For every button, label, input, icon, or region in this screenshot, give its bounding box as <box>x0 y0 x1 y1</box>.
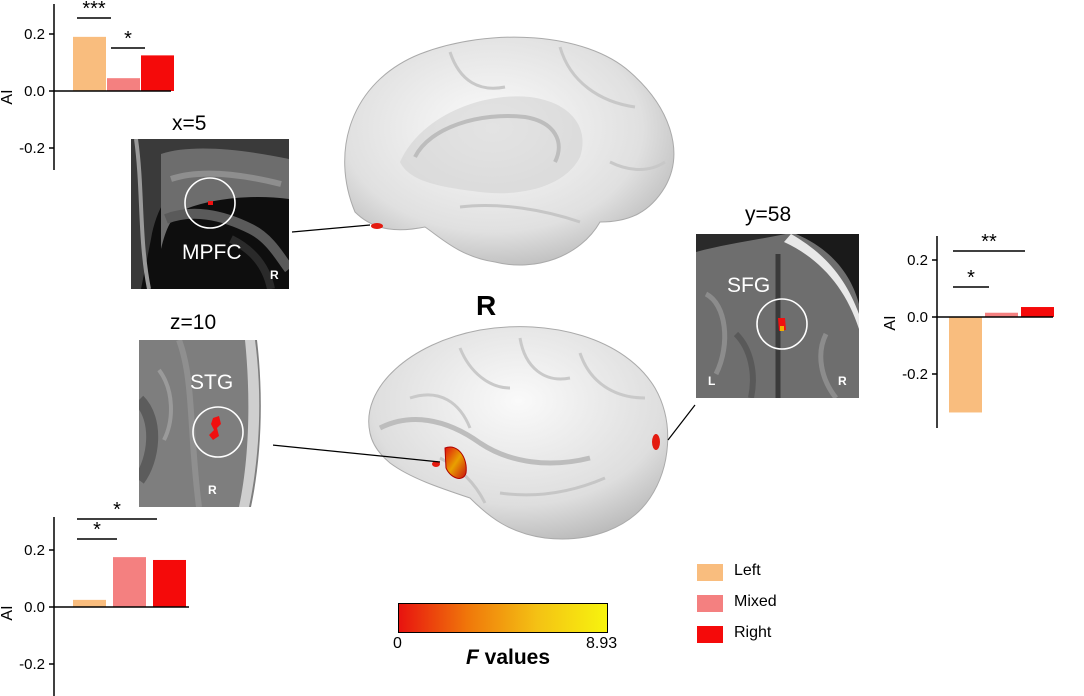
mpfc-y-tick-label: 0.0 <box>24 83 45 100</box>
stg-roi-circle <box>192 406 244 458</box>
stg-bar-right <box>153 559 186 607</box>
sfg-y-tick-label: -0.2 <box>902 366 928 383</box>
mpfc-slice-title: x=5 <box>172 112 207 135</box>
sfg-coronal-slice <box>696 234 859 398</box>
legend-label-left: Left <box>734 562 761 579</box>
mpfc-significance-label: * <box>124 28 132 50</box>
mpfc-bar-mixed <box>107 78 140 91</box>
mpfc-sagittal-slice <box>131 139 289 289</box>
mpfc-ai-bar-chart: 0.20.0-0.2AI**** <box>0 0 174 170</box>
colorbar-max-label: 8.93 <box>586 635 618 652</box>
stg-roi-cluster <box>209 416 221 440</box>
stg-slice-title: z=10 <box>170 311 217 334</box>
mpfc-bar-right <box>141 55 174 91</box>
stg-cluster <box>444 446 467 479</box>
stg-bar-left <box>73 599 106 607</box>
colorbar-title: F values <box>466 646 550 670</box>
legend-swatch-left <box>697 564 723 581</box>
sfg-roi-circle <box>756 298 808 350</box>
mpfc-y-tick-label: -0.2 <box>19 140 45 157</box>
hemisphere-label: R <box>476 290 497 321</box>
colorbar-min-label: 0 <box>393 635 402 652</box>
stg-y-tick-label: 0.0 <box>24 599 45 616</box>
sfg-y-tick-label: 0.2 <box>907 252 928 269</box>
mpfc-y-tick-label: 0.2 <box>24 26 45 43</box>
sfg-bar-right <box>1021 307 1054 317</box>
mpfc-side-label: R <box>270 268 279 282</box>
sfg-bar-mixed <box>985 312 1018 317</box>
medial-brain-surface <box>344 36 675 266</box>
mpfc-roi-cluster <box>208 201 213 205</box>
sfg-left-side-label: L <box>708 374 716 388</box>
lateral-brain-surface <box>368 326 669 540</box>
legend-label-right: Right <box>734 624 772 641</box>
stg-bar-mixed <box>113 557 146 607</box>
sfg-right-side-label: R <box>838 374 847 388</box>
sfg-bar-left <box>949 317 982 413</box>
sfg-region-label: SFG <box>727 274 771 297</box>
mpfc-roi-circle <box>184 177 236 229</box>
sfg-significance-label: ** <box>981 231 997 253</box>
stg-cluster-small <box>432 461 440 467</box>
legend-swatch-right <box>697 626 723 643</box>
sfg-ai-bar-chart: 0.20.0-0.2AI*** <box>882 231 1054 428</box>
sfg-slice-title: y=58 <box>745 203 792 226</box>
legend-label-mixed: Mixed <box>734 593 777 610</box>
colorbar-title-rest: values <box>478 646 551 669</box>
stg-y-tick-label: -0.2 <box>19 656 45 673</box>
stg-side-label: R <box>208 483 217 497</box>
mpfc-cluster <box>371 223 383 229</box>
sfg-significance-label: * <box>967 267 975 289</box>
sfg-y-tick-label: 0.0 <box>907 309 928 326</box>
stg-ai-bar-chart: 0.2 0.0 -0.2 AI * * <box>0 499 189 696</box>
mpfc-bar-left <box>73 36 106 91</box>
sfg-y-axis-label: AI <box>882 315 899 330</box>
mpfc-region-label: MPFC <box>182 241 242 264</box>
stg-y-axis-label: AI <box>0 605 16 620</box>
mpfc-significance-label: *** <box>82 0 106 20</box>
legend-swatch-mixed <box>697 595 723 612</box>
colorbar-title-f: F <box>466 646 479 669</box>
mpfc-y-axis-label: AI <box>0 89 16 104</box>
stg-y-tick-label: 0.2 <box>24 542 45 559</box>
stg-significance-label: * <box>113 499 121 521</box>
f-values-colorbar <box>398 603 608 633</box>
stg-region-label: STG <box>190 371 234 394</box>
sfg-cluster <box>652 434 660 450</box>
stg-significance-label: * <box>93 519 101 541</box>
stg-axial-slice <box>139 340 273 507</box>
